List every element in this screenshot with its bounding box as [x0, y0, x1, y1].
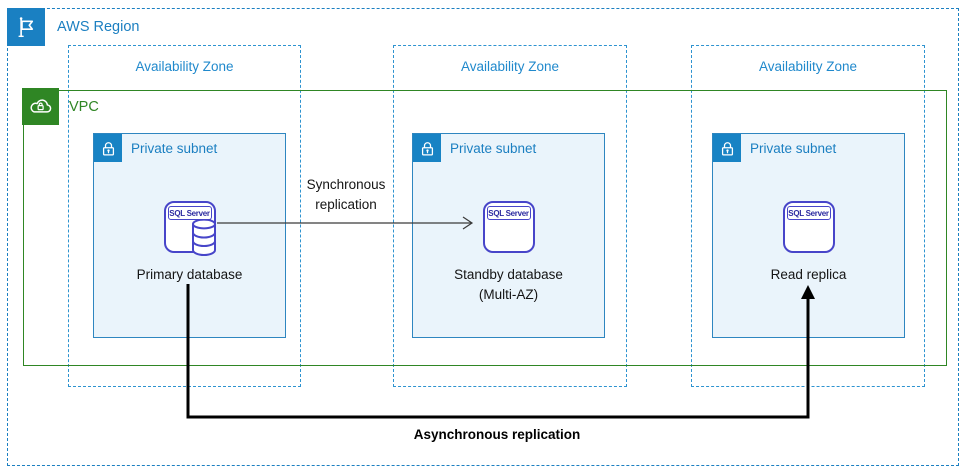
vpc-label: VPC [69, 99, 99, 115]
lock-icon [713, 134, 741, 162]
availability-zone-1: Availability Zone [68, 45, 301, 387]
sql-server-icon-replica: SQL Server [782, 201, 835, 253]
availability-zone-label: Availability Zone [460, 59, 560, 74]
private-subnet-1: Private subnet SQL Server Primary databa… [93, 133, 286, 338]
private-subnet-label: Private subnet [450, 141, 537, 156]
private-subnet-label: Private subnet [131, 141, 218, 156]
sql-server-icon-primary: SQL Server [163, 201, 216, 256]
lock-icon [413, 134, 441, 162]
aws-region-label: AWS Region [57, 19, 140, 35]
sql-server-icon-standby: SQL Server [482, 201, 535, 253]
aws-region-flag-icon [7, 8, 45, 46]
lock-icon [94, 134, 122, 162]
private-subnet-2: Private subnet SQL Server Standby databa… [412, 133, 605, 338]
sql-server-icon-label: SQL Server [486, 206, 531, 220]
read-replica-label: Read replica [770, 267, 847, 282]
private-subnet-label: Private subnet [750, 141, 837, 156]
sync-replication-label-line2: replication [315, 197, 377, 212]
standby-database-label: Standby database (Multi-AZ) [413, 265, 604, 305]
aws-region-box [7, 8, 959, 466]
async-replication-label: Asynchronous replication [413, 427, 581, 442]
private-subnet-3: Private subnet SQL Server Read replica [712, 133, 905, 338]
database-cylinder-icon [191, 219, 216, 256]
sync-replication-label-line1: Synchronous [306, 177, 386, 192]
sync-replication-label: Synchronous replication [295, 175, 397, 215]
primary-database-label: Primary database [136, 267, 243, 282]
sql-server-icon-label: SQL Server [786, 206, 831, 220]
availability-zone-label: Availability Zone [758, 59, 858, 74]
vpc-cloud-lock-icon [22, 88, 59, 125]
availability-zone-label: Availability Zone [135, 59, 234, 74]
sql-server-icon-label: SQL Server [167, 206, 212, 220]
standby-database-label-line1: Standby database [454, 267, 563, 282]
standby-database-label-line2: (Multi-AZ) [478, 287, 539, 302]
